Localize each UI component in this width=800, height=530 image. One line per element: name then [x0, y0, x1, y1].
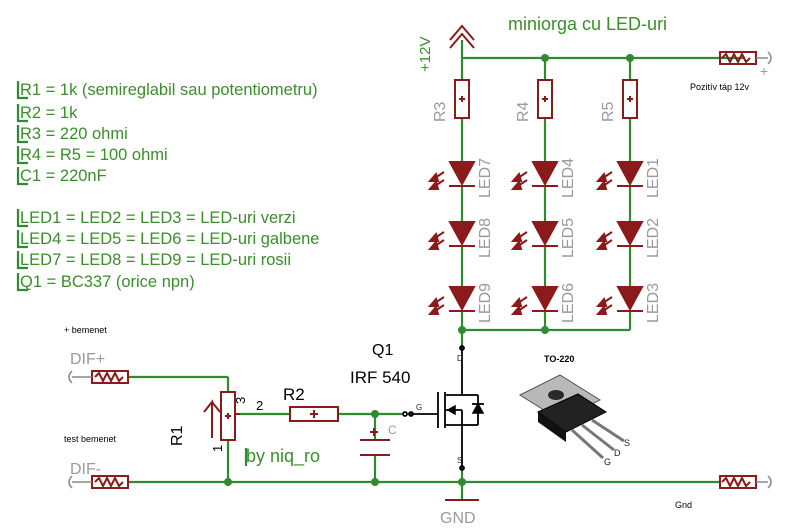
supply-label: +12V: [417, 37, 434, 72]
led-label: LED6: [560, 283, 577, 323]
r1-pin1-label: 1: [210, 445, 225, 452]
potentiometer-r1: [203, 391, 240, 441]
note-line: R2 = 1k: [20, 104, 78, 122]
note-marker: [16, 146, 28, 165]
led-label: LED1: [645, 158, 662, 198]
pkg-s-label: S: [624, 438, 630, 448]
pos-plus-sign: +: [760, 63, 768, 79]
note-line: LED1 = LED2 = LED3 = LED-uri verzi: [20, 209, 296, 227]
note-marker: [16, 273, 28, 292]
led-label: LED3: [645, 283, 662, 323]
label-r4: R4: [515, 101, 532, 122]
led-led2: [595, 221, 644, 250]
gnd-out-label: Gnd: [675, 500, 692, 510]
connector-dif-minus: [68, 475, 129, 489]
pkg-g-label: G: [604, 457, 611, 467]
resistor-r3: [454, 79, 470, 119]
connector-dif-plus: [68, 370, 129, 384]
note-marker: [16, 104, 28, 123]
capacitor-c1: [360, 428, 390, 456]
connector-pos-out: [719, 51, 772, 65]
component-notes: R1 = 1k (semireglabil sau potentiometru)…: [16, 81, 319, 292]
note-line: Q1 = BC337 (orice npn): [20, 273, 195, 291]
supply-arrow-icon: [449, 24, 475, 49]
dif-plus-label: DIF+: [70, 351, 105, 368]
led-label: LED2: [645, 218, 662, 258]
note-marker: [16, 167, 28, 186]
note-line: LED4 = LED5 = LED6 = LED-uri galbene: [20, 230, 319, 248]
led-led8: [427, 221, 476, 250]
note-line: R1 = 1k (semireglabil sau potentiometru): [20, 81, 318, 99]
led-led6: [510, 286, 559, 315]
led-led5: [510, 221, 559, 250]
led-label: LED4: [560, 158, 577, 198]
package-label: TO-220: [544, 354, 574, 364]
led-label: LED9: [477, 283, 494, 323]
pin-g-label: G: [416, 403, 422, 412]
note-line: LED7 = LED8 = LED9 = LED-uri rosii: [20, 251, 291, 269]
r1-pin3-label: 3: [233, 397, 248, 404]
pin-s-label: S: [457, 456, 462, 465]
r1-pin2-label: 2: [256, 398, 263, 413]
led-led4: [510, 161, 559, 190]
mosfet-model: IRF 540: [350, 368, 410, 387]
label-r5: R5: [600, 101, 617, 122]
note-marker: [16, 251, 28, 270]
pin-d-label: D: [457, 354, 463, 363]
note-marker: [16, 230, 28, 249]
diagram-title: miniorga cu LED-uri: [508, 14, 667, 34]
gnd-label: GND: [440, 510, 476, 527]
led-label: LED7: [477, 158, 494, 198]
cap-pin-label: C: [388, 423, 397, 437]
note-marker: [16, 209, 28, 228]
input-plus-label: + bemenet: [64, 325, 107, 335]
led-led9: [427, 286, 476, 315]
note-line: C1 = 220nF: [20, 167, 107, 185]
resistor-r4: [537, 79, 553, 119]
input-test-label: test bemenet: [64, 434, 117, 444]
led-led3: [595, 286, 644, 315]
note-marker: [16, 81, 28, 100]
led-led1: [595, 161, 644, 190]
label-r2: R2: [283, 385, 305, 404]
label-r3: R3: [432, 101, 449, 122]
junction-dots: [224, 54, 634, 486]
note-marker: [16, 125, 28, 144]
note-line: R4 = R5 = 100 ohmi: [20, 146, 168, 164]
led-label: LED8: [477, 218, 494, 258]
led-led7: [427, 161, 476, 190]
dif-minus-label: DIF-: [70, 461, 101, 478]
connector-gnd-out: [719, 475, 772, 489]
resistor-r5: [622, 79, 638, 119]
q1-label: Q1: [372, 342, 393, 359]
resistor-r2: [289, 406, 339, 422]
mosfet-q1: [402, 345, 485, 471]
author-credit: by niq_ro: [246, 446, 320, 467]
note-line: R3 = 220 ohmi: [20, 125, 128, 143]
pkg-d-label: D: [614, 448, 621, 458]
to220-package-icon: [518, 374, 625, 460]
led-label: LED5: [560, 218, 577, 258]
label-r1: R1: [169, 425, 186, 446]
pos-out-label: Pozitív táp 12v: [690, 82, 750, 92]
